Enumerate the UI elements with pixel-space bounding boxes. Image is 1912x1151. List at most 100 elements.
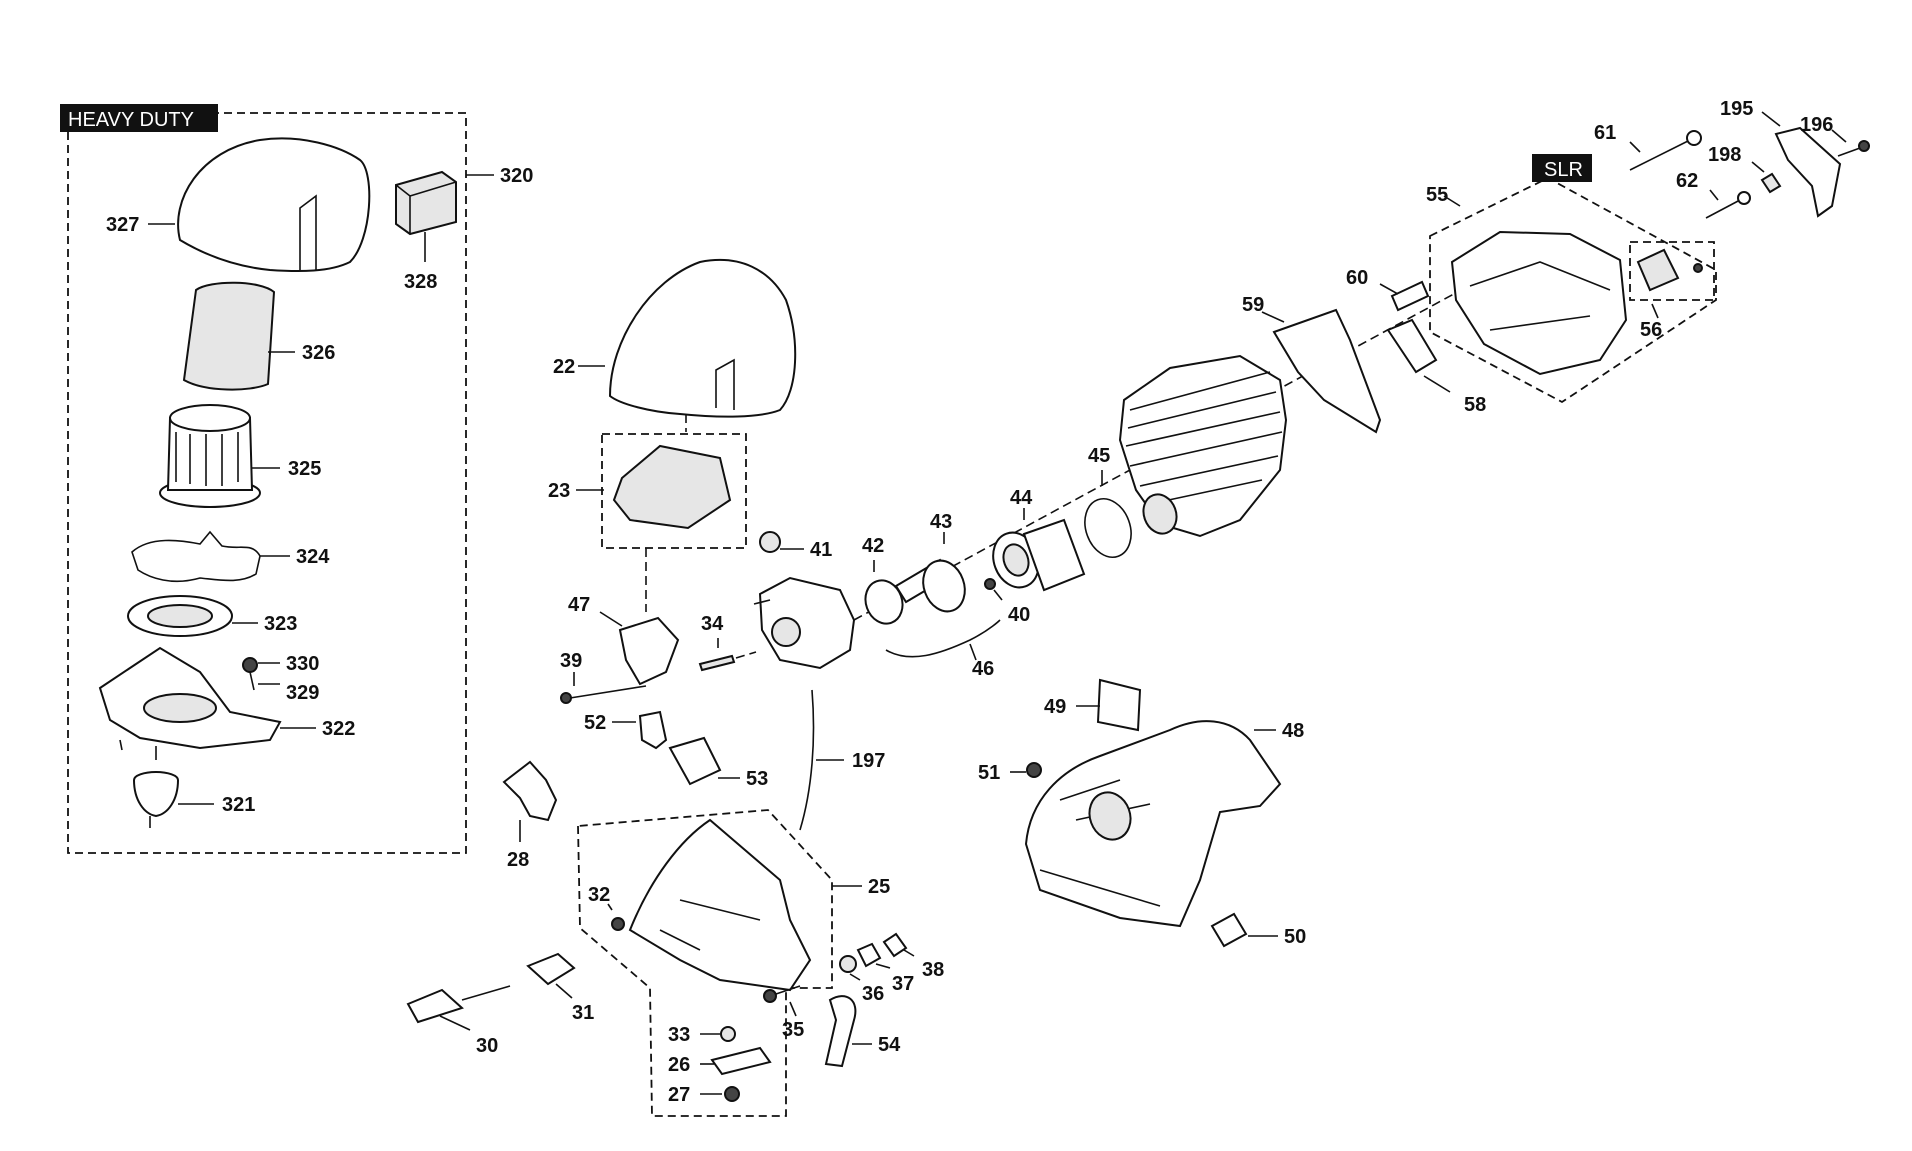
bolt-61: [1629, 130, 1702, 171]
label-198: 198: [1708, 144, 1741, 166]
o-ring-45: [1084, 498, 1132, 558]
label-32: 32: [588, 884, 610, 906]
fitting-28: [502, 760, 558, 822]
label-38: 38: [922, 959, 944, 981]
label-53: 53: [746, 768, 768, 790]
housing-25: [628, 818, 812, 992]
label-26: 26: [668, 1054, 690, 1076]
label-30: 30: [476, 1035, 498, 1057]
label-324: 324: [296, 546, 330, 568]
cylinder: [1118, 354, 1288, 538]
intake-boot-44: [992, 518, 1086, 592]
label-35: 35: [782, 1019, 804, 1041]
elbow-47: [618, 616, 680, 686]
block-328: [395, 170, 457, 236]
plate-49: [1096, 678, 1142, 732]
nut-41: [759, 531, 781, 553]
label-321: 321: [222, 794, 255, 816]
screw-196: [1837, 140, 1870, 157]
clip-198: [1760, 172, 1782, 194]
bolt-62: [1705, 191, 1751, 219]
carburetor: [753, 576, 856, 670]
screw-35: [763, 985, 801, 1003]
carburetor-group: 22 23 41 47 34 39: [406, 258, 944, 1117]
gasket-58: [1386, 318, 1438, 374]
label-27: 27: [668, 1084, 690, 1106]
heat-shield-59: [1272, 308, 1382, 434]
label-31: 31: [572, 1002, 594, 1024]
label-328: 328: [404, 271, 437, 293]
hose-54: [824, 995, 857, 1068]
label-52: 52: [584, 712, 606, 734]
label-48: 48: [1282, 720, 1304, 742]
label-42: 42: [862, 535, 884, 557]
grommet-36: [839, 955, 857, 973]
slr-tag-text: SLR: [1544, 159, 1583, 181]
label-37: 37: [892, 973, 914, 995]
label-329: 329: [286, 682, 319, 704]
label-23: 23: [548, 480, 570, 502]
label-326: 326: [302, 342, 335, 364]
label-28: 28: [507, 849, 529, 871]
hose-46: [885, 619, 1001, 658]
heavy-duty-tag: [60, 104, 218, 132]
label-33: 33: [668, 1024, 690, 1046]
plate-53: [668, 736, 722, 786]
heavy-duty-tag-text: HEAVY DUTY: [68, 109, 194, 131]
bracket-195: [1774, 126, 1842, 218]
label-197: 197: [852, 750, 885, 772]
label-54: 54: [878, 1034, 901, 1056]
label-320: 320: [500, 165, 533, 187]
label-34: 34: [701, 613, 724, 635]
screw-51: [1026, 762, 1042, 778]
sprocket-cover-group: 49 48 51 50: [978, 678, 1306, 948]
adapter-321: [133, 771, 179, 828]
heavy-duty-kit-group: HEAVY DUTY 320 327 328 326 325 324: [60, 104, 533, 854]
label-327: 327: [106, 214, 139, 236]
filter-cover-22: [608, 258, 797, 418]
label-50: 50: [1284, 926, 1306, 948]
air-filter-cover-327: [177, 137, 371, 273]
label-60: 60: [1346, 267, 1368, 289]
label-36: 36: [862, 983, 884, 1005]
label-51: 51: [978, 762, 1000, 784]
slr-tag: [1532, 154, 1592, 182]
screw-27: [724, 1086, 740, 1102]
base-plate-322: [98, 646, 282, 760]
clip-37: [856, 942, 882, 968]
label-322: 322: [322, 718, 355, 740]
nut-32: [611, 917, 625, 931]
label-40: 40: [1008, 604, 1030, 626]
label-47: 47: [568, 594, 590, 616]
plate-26: [710, 1046, 772, 1076]
label-61: 61: [1594, 122, 1616, 144]
label-49: 49: [1044, 696, 1066, 718]
label-325: 325: [288, 458, 321, 480]
mount-52: [638, 710, 668, 750]
spacer-60: [1390, 280, 1430, 312]
label-45: 45: [1088, 445, 1110, 467]
muffler-55: [1450, 230, 1628, 376]
screen-56: [1636, 248, 1680, 292]
label-46: 46: [972, 658, 994, 680]
clamp-42: [864, 579, 904, 625]
label-43: 43: [930, 511, 952, 533]
nut-40: [984, 578, 996, 590]
label-59: 59: [1242, 294, 1264, 316]
label-44: 44: [1010, 487, 1033, 509]
lever-30: [406, 988, 464, 1024]
label-55: 55: [1426, 184, 1448, 206]
bolt-39: [560, 685, 647, 704]
engine-group: 42 43 40 44 46 45: [853, 98, 1870, 680]
nut-33: [720, 1026, 736, 1042]
screw-329-330: [242, 657, 258, 691]
lever-31: [526, 952, 576, 986]
filter-sleeve-326: [182, 281, 276, 391]
filter-disc-323: [127, 595, 233, 637]
label-62: 62: [1676, 170, 1698, 192]
label-196: 196: [1800, 114, 1833, 136]
label-25: 25: [868, 876, 890, 898]
clip-38: [882, 932, 908, 958]
label-56: 56: [1640, 319, 1662, 341]
